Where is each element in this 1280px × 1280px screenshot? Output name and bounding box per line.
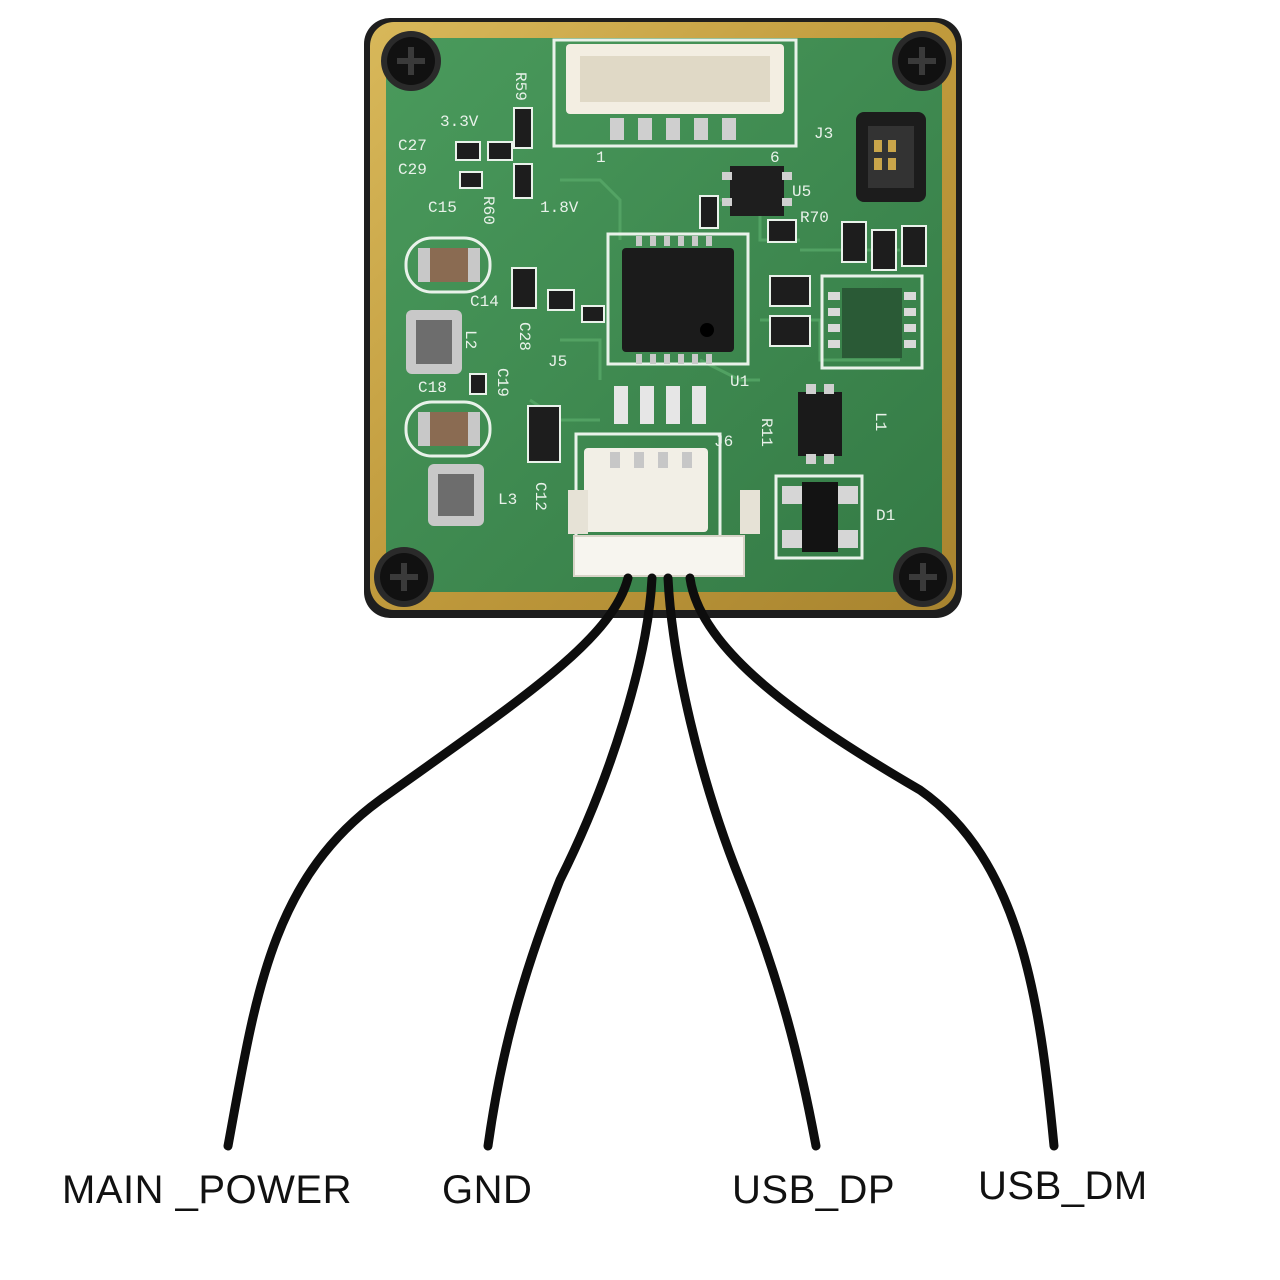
- screw-bottom-left-icon: [374, 547, 434, 607]
- wire-usb-dp: [663, 573, 821, 1151]
- silk-r60: R60: [479, 196, 497, 225]
- silk-r70: R70: [800, 209, 829, 227]
- silk-1v8: 1.8V: [540, 199, 579, 217]
- silkscreen-labels: R59 3.3V C27 C29 R60 C15 C14 L2 C28 C18 …: [398, 72, 895, 525]
- silk-l2: L2: [461, 330, 479, 349]
- silk-c14: C14: [470, 293, 499, 311]
- silk-c12: C12: [531, 482, 549, 511]
- capacitor-c18: [404, 400, 492, 458]
- secondary-ic: [820, 274, 924, 370]
- silk-c18: C18: [418, 379, 447, 397]
- connector-j6: [568, 432, 760, 577]
- connector-top: [552, 38, 798, 148]
- silk-c15: C15: [428, 199, 457, 217]
- silk-c29: C29: [398, 161, 427, 179]
- silk-d1: D1: [876, 507, 895, 525]
- silk-r59: R59: [511, 72, 529, 101]
- silk-l3: L3: [498, 491, 517, 509]
- silk-c27: C27: [398, 137, 427, 155]
- silk-u1: U1: [730, 373, 749, 391]
- u5-chip: [722, 166, 792, 216]
- label-main-power: MAIN _POWER: [62, 1168, 352, 1212]
- silk-j5: J5: [548, 353, 567, 371]
- silk-3v3: 3.3V: [440, 113, 479, 131]
- silk-u5: U5: [792, 183, 811, 201]
- inductor-l3: [428, 464, 484, 526]
- silk-pin1: 1: [596, 149, 606, 167]
- silk-j3: J3: [814, 125, 833, 143]
- inductor-l2: [406, 310, 462, 374]
- screw-bottom-right-icon: [893, 547, 953, 607]
- label-usb-dm: USB_DM: [978, 1164, 1148, 1208]
- silk-pin6: 6: [770, 149, 780, 167]
- wire-main-power: [223, 573, 633, 1151]
- main-ic-chip: [606, 232, 750, 366]
- label-usb-dp: USB_DP: [732, 1168, 896, 1212]
- screw-top-right-icon: [892, 31, 952, 91]
- capacitor-c15: [404, 236, 492, 294]
- wire-gnd: [483, 573, 657, 1151]
- diode-d1: [774, 474, 864, 560]
- wire-bundle: [223, 573, 1059, 1151]
- silk-l1: L1: [871, 412, 889, 431]
- silk-c28: C28: [515, 322, 533, 351]
- silk-r11: R11: [757, 418, 775, 447]
- small-passives: [455, 107, 927, 463]
- transistors: [798, 384, 842, 464]
- screw-top-left-icon: [381, 31, 441, 91]
- silk-c19: C19: [493, 368, 511, 397]
- wire-usb-dm: [685, 573, 1059, 1151]
- fpc-connector: [856, 112, 926, 202]
- silk-j6: J6: [714, 433, 733, 451]
- label-gnd: GND: [442, 1168, 533, 1212]
- pads-j5: [614, 386, 706, 424]
